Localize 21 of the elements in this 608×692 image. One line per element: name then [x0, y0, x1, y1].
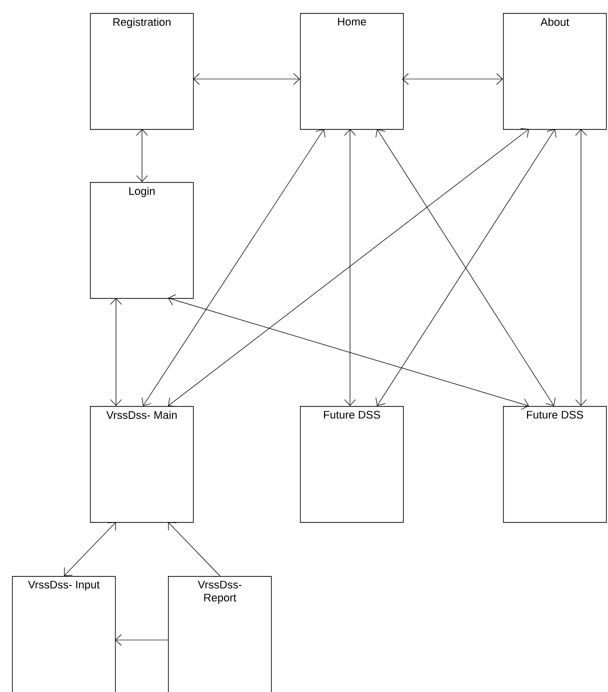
page-box: Future DSS — [300, 406, 404, 523]
page-box: Login — [90, 182, 194, 299]
arrow — [575, 129, 587, 406]
arrow — [115, 634, 168, 646]
page-box: About — [503, 13, 607, 130]
arrow — [402, 73, 503, 85]
page-box: VrssDss- Report — [168, 576, 272, 692]
arrow — [168, 522, 220, 576]
page-box: VrssDss- Main — [90, 406, 194, 523]
arrow — [64, 522, 116, 576]
arrow — [110, 298, 122, 406]
page-box: VrssDss- Input — [12, 576, 116, 692]
page-box: Future DSS — [503, 406, 607, 523]
arrow — [136, 129, 148, 182]
page-box: Registration — [90, 13, 194, 130]
arrow — [193, 73, 300, 85]
arrow — [168, 294, 529, 410]
arrow — [344, 129, 356, 406]
page-box: Home — [300, 13, 404, 130]
arrow — [168, 128, 529, 407]
arrow — [142, 128, 326, 406]
